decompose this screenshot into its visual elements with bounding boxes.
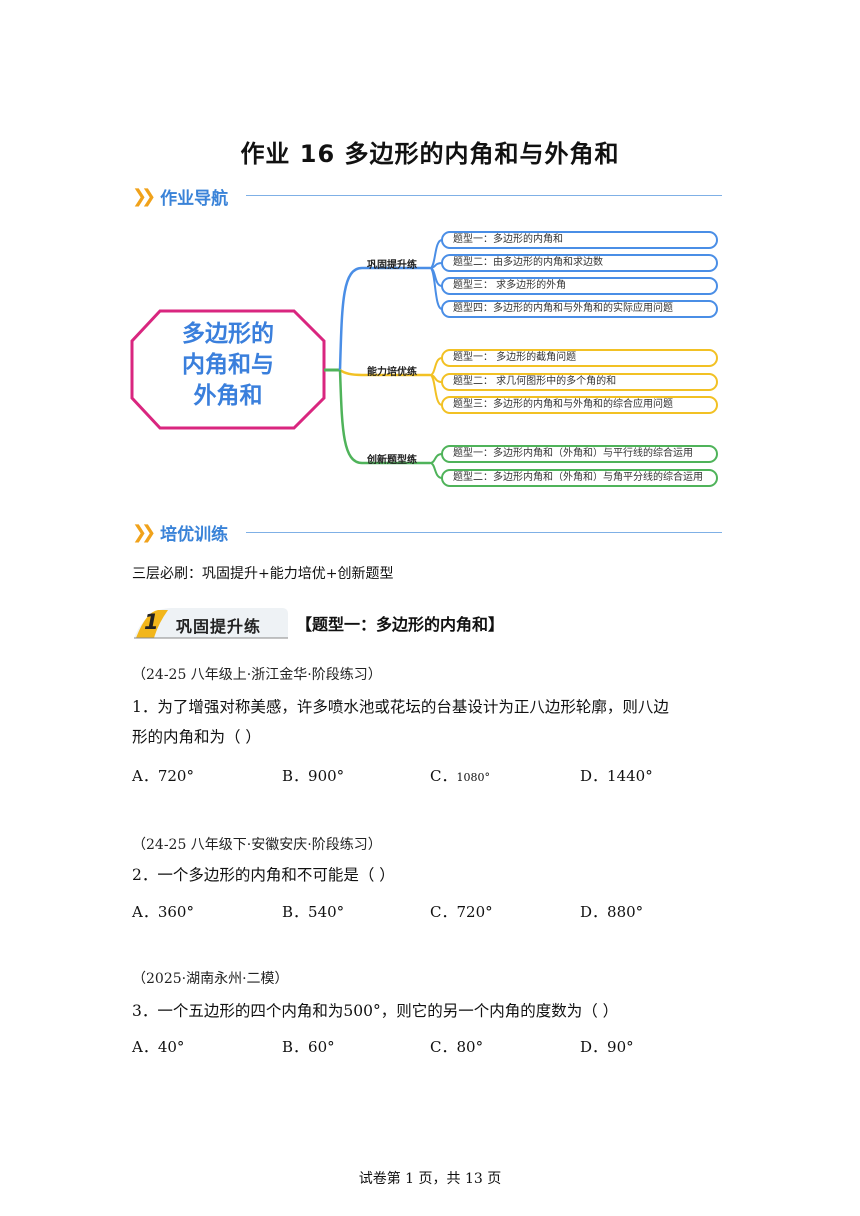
- page-footer: 试卷第 1 页，共 13 页: [358, 1171, 502, 1187]
- intro-text: 三层必刷：巩固提升+能力培优+创新题型: [132, 566, 394, 582]
- topic-pill: 题型三：多边形的内角和与外角和的综合应用问题: [441, 396, 718, 414]
- nav-section-header: ❯❯ 作业导航: [132, 183, 228, 209]
- option-a: A．40°: [132, 1038, 185, 1056]
- question-stem: 3．一个五边形的四个内角和为500°，则它的另一个内角的度数为（ ）: [132, 1002, 619, 1020]
- option-a: A．720°: [132, 767, 194, 785]
- section-badge: 1 巩固提升练: [132, 604, 292, 640]
- mindmap-center-text: 多边形的 内角和与 外角和: [182, 321, 274, 409]
- topic-pill: 题型一： 多边形的截角问题: [441, 349, 718, 367]
- question-source: （2025·湖南永州·二模）: [132, 971, 289, 987]
- question-source: （24-25 八年级下·安徽安庆·阶段练习）: [132, 837, 382, 853]
- train-divider: [246, 532, 722, 533]
- branch-label-consolidate: 巩固提升练: [367, 260, 417, 271]
- option-c: C．80°: [430, 1038, 484, 1056]
- topic-pill: 题型四：多边形的内角和与外角和的实际应用问题: [441, 300, 718, 318]
- train-section-label: 培优训练: [160, 524, 229, 545]
- option-b: B．540°: [282, 903, 345, 921]
- topic-pill: 题型二：由多边形的内角和求边数: [441, 254, 718, 272]
- topic-pill: 题型二：多边形内角和（外角和）与角平分线的综合运用: [441, 469, 718, 487]
- branch-label-ability: 能力培优练: [367, 367, 417, 378]
- branch-label-innovation: 创新题型练: [367, 455, 417, 466]
- double-chevron-icon: ❯❯: [132, 521, 156, 543]
- topic-pill: 题型一：多边形的内角和: [441, 231, 718, 249]
- option-c: C．1080°: [430, 767, 490, 785]
- topic-pill: 题型三： 求多边形的外角: [441, 277, 718, 295]
- mindmap-connectors: [130, 239, 443, 479]
- option-a: A．360°: [132, 903, 194, 921]
- option-b: B．900°: [282, 767, 345, 785]
- badge-label: 巩固提升练: [176, 617, 262, 636]
- topic-pill: 题型二： 求几何图形中的多个角的和: [441, 373, 718, 391]
- question-stem: 1．为了增强对称美感，许多喷水池或花坛的台基设计为正八边形轮廓，则八边 形的内角…: [132, 698, 669, 746]
- nav-divider: [246, 195, 722, 196]
- option-d: D．880°: [580, 903, 644, 921]
- badge-number: 1: [144, 610, 159, 634]
- train-section-header: ❯❯ 培优训练: [132, 519, 228, 545]
- mindmap: 多边形的 内角和与 外角和 巩固提升练 能力培优练 创新题型练 题型一：多边形的…: [130, 225, 730, 495]
- option-d: D．90°: [580, 1038, 634, 1056]
- question-source: （24-25 八年级上·浙江金华·阶段练习）: [132, 667, 382, 683]
- question-stem: 2．一个多边形的内角和不可能是（ ）: [132, 866, 395, 884]
- topic-heading: 【题型一：多边形的内角和】: [296, 615, 505, 634]
- topic-pill: 题型一：多边形内角和（外角和）与平行线的综合运用: [441, 445, 718, 463]
- option-c: C．720°: [430, 903, 493, 921]
- nav-section-label: 作业导航: [160, 188, 229, 209]
- page-title: 作业 16 多边形的内角和与外角和: [240, 140, 620, 168]
- option-b: B．60°: [282, 1038, 335, 1056]
- option-d: D．1440°: [580, 767, 653, 785]
- mindmap-center-octagon: [130, 309, 326, 430]
- double-chevron-icon: ❯❯: [132, 185, 156, 207]
